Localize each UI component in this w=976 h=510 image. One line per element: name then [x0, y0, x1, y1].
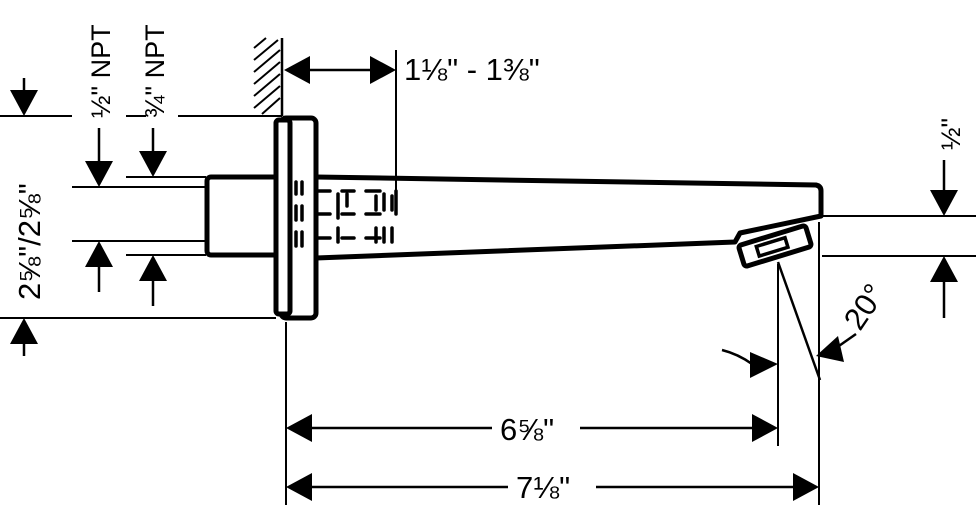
wall-thickness-label: 1⅛" - 1⅜" — [404, 52, 540, 87]
spout-tube — [313, 174, 824, 261]
length-total-label: 7⅛" — [516, 470, 570, 505]
npt-three-quarter-label: ¾" NPT — [140, 24, 170, 118]
hidden-thread — [294, 180, 304, 248]
hidden-internals — [316, 189, 398, 244]
flange-step — [273, 117, 293, 317]
center-height-label: 2⅝"/2⅝" — [12, 183, 47, 300]
wall — [253, 37, 284, 116]
connector-block — [204, 174, 285, 258]
spray-angle-label: 20° — [837, 277, 892, 335]
length-short-label: 6⅝" — [500, 412, 554, 447]
aerator — [736, 223, 814, 269]
dimension-lines — [10, 56, 958, 501]
npt-half-label: ½" NPT — [86, 24, 116, 118]
outlet-size-label: ½" — [936, 118, 966, 150]
extension-lines — [0, 50, 976, 505]
spout — [204, 115, 824, 321]
